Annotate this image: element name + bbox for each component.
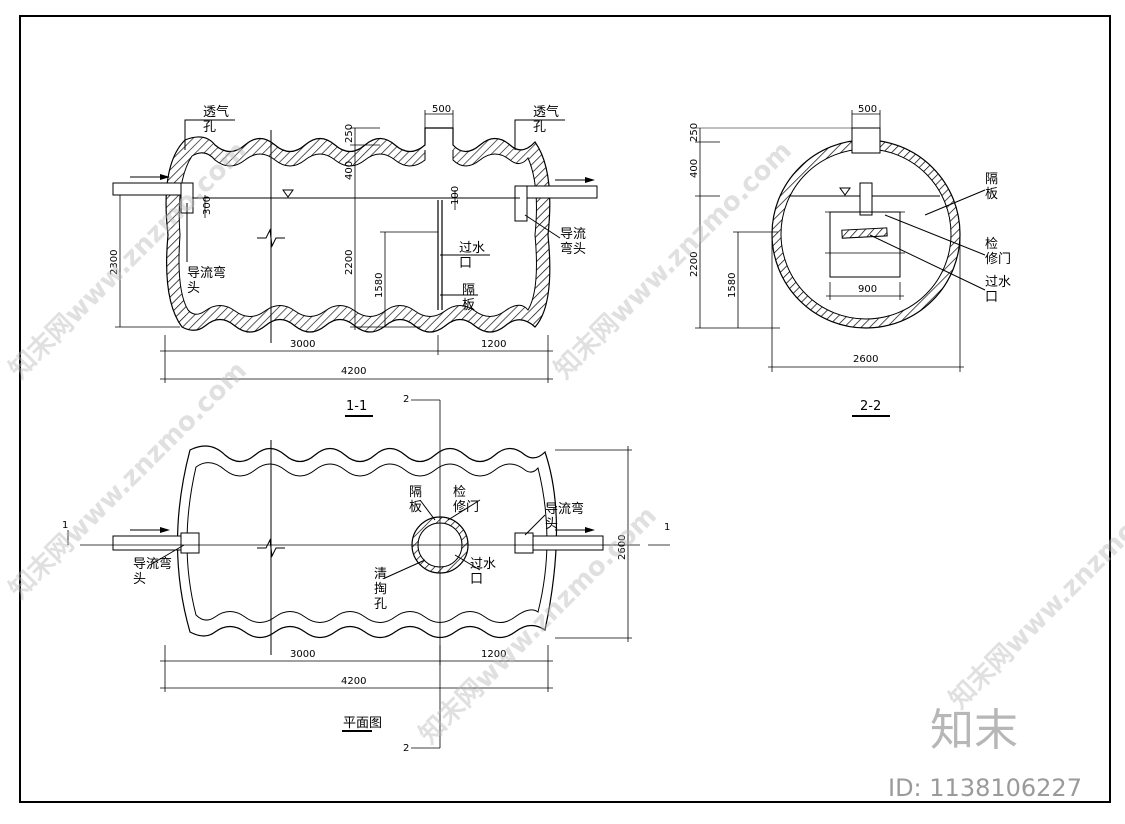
svg-text:1580: 1580 xyxy=(374,273,385,298)
section-1-1-title: 1-1 xyxy=(346,399,367,414)
svg-text:1580: 1580 xyxy=(727,273,738,298)
plan-view: 2 2 1 1 隔板 检修门 导流弯头 导流弯头 清掏孔 过水口 2600 30… xyxy=(62,394,670,754)
section-2-2-title: 2-2 xyxy=(860,399,881,414)
svg-text:2200: 2200 xyxy=(689,252,700,277)
svg-text:知末网www.znzmo.com: 知末网www.znzmo.com xyxy=(944,466,1125,715)
svg-text:知末网www.znzmo.com: 知末网www.znzmo.com xyxy=(549,136,798,385)
cut-2-top: 2 xyxy=(403,394,409,405)
svg-text:4200: 4200 xyxy=(341,366,366,377)
image-id-watermark: ID: 1138106227 xyxy=(888,774,1082,802)
svg-text:300: 300 xyxy=(202,196,213,215)
svg-text:250: 250 xyxy=(344,124,355,143)
cut-1-left: 1 xyxy=(62,520,68,531)
cut-1-right: 1 xyxy=(664,522,670,533)
svg-text:100: 100 xyxy=(450,186,461,205)
sheet-border xyxy=(19,15,1111,803)
cut-2-bottom: 2 xyxy=(403,743,409,754)
section-1-1: 透气孔 透气孔 导流弯头 导流弯头 过水口 隔板 500 250 400 220… xyxy=(109,104,598,417)
baffle-label-2: 隔板 xyxy=(985,172,998,202)
svg-text:知末网www.znzmo.com: 知末网www.znzmo.com xyxy=(4,356,253,605)
access-door-label-2: 检修门 xyxy=(985,237,1011,267)
svg-text:3000: 3000 xyxy=(290,339,315,350)
svg-text:900: 900 xyxy=(858,284,877,295)
baffle-label: 隔板 xyxy=(462,283,475,313)
access-door-label-plan: 检修门 xyxy=(453,485,479,515)
svg-text:400: 400 xyxy=(344,161,355,180)
svg-text:500: 500 xyxy=(858,104,877,115)
elbow-left-label-plan: 导流弯头 xyxy=(133,556,172,587)
brand-watermark: 知末 xyxy=(930,705,1018,756)
elbow-left-label: 导流弯头 xyxy=(187,265,226,296)
vent-left-label: 透气孔 xyxy=(203,104,229,135)
overflow-label-2: 过水口 xyxy=(985,275,1011,305)
overflow-label-plan: 过水口 xyxy=(470,557,496,587)
svg-text:知末网www.znzmo.com: 知末网www.znzmo.com xyxy=(4,136,253,385)
svg-text:500: 500 xyxy=(432,104,451,115)
vent-right-label: 透气孔 xyxy=(533,104,559,135)
svg-text:2300: 2300 xyxy=(109,250,120,275)
plan-title: 平面图 xyxy=(343,716,382,731)
section-2-2: 隔板 检修门 过水口 500 250 400 2200 1580 900 260… xyxy=(689,104,1011,417)
svg-text:250: 250 xyxy=(689,123,700,142)
svg-text:4200: 4200 xyxy=(341,676,366,687)
elbow-right-label-plan: 导流弯头 xyxy=(545,501,584,532)
svg-text:400: 400 xyxy=(689,159,700,178)
svg-text:2200: 2200 xyxy=(344,250,355,275)
svg-text:3000: 3000 xyxy=(290,649,315,660)
svg-text:2600: 2600 xyxy=(617,535,628,560)
baffle-label-plan: 隔板 xyxy=(409,485,422,515)
svg-text:1200: 1200 xyxy=(481,339,506,350)
svg-text:2600: 2600 xyxy=(853,354,878,365)
elbow-right-label: 导流弯头 xyxy=(560,227,586,257)
overflow-label: 过水口 xyxy=(459,241,485,271)
cleanout-label: 清掏孔 xyxy=(374,567,387,612)
svg-text:1200: 1200 xyxy=(481,649,506,660)
